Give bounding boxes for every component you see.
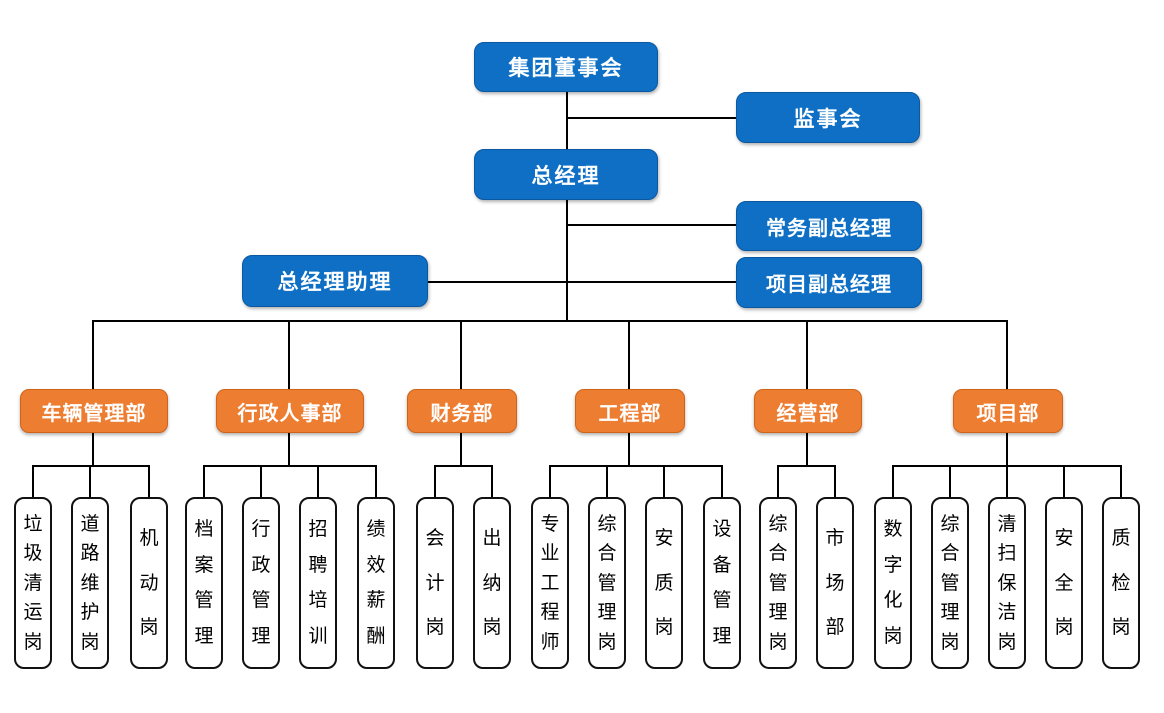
connector-line <box>1006 321 1008 390</box>
post-administration: 行政管理 <box>242 497 280 669</box>
dept-project: 项目部 <box>953 389 1063 433</box>
connector-line <box>777 465 836 467</box>
connector-line <box>834 466 836 498</box>
post-safety: 安全岗 <box>1045 497 1083 669</box>
connector-line <box>491 466 493 498</box>
node-general-manager: 总经理 <box>474 149 658 200</box>
post-professional-engineer: 专业工程师 <box>531 497 569 669</box>
connector-line <box>566 200 568 321</box>
connector-line <box>260 466 262 498</box>
post-garbage-removal: 垃圾清运岗 <box>14 497 52 669</box>
dept-vehicle-management: 车辆管理部 <box>20 389 168 433</box>
node-executive-deputy-gm: 常务副总经理 <box>736 201 922 251</box>
connector-line <box>1006 466 1008 498</box>
connector-line <box>148 466 150 498</box>
connector-line <box>460 432 462 466</box>
dept-finance: 财务部 <box>407 389 517 433</box>
post-cashier: 出纳岗 <box>473 497 511 669</box>
post-general-management-ops: 综合管理岗 <box>759 497 797 669</box>
connector-line <box>606 466 608 498</box>
connector-line <box>806 432 808 466</box>
post-accounting: 会计岗 <box>416 497 454 669</box>
connector-line <box>806 321 808 390</box>
connector-line <box>566 92 568 149</box>
connector-line <box>892 466 894 498</box>
connector-line <box>427 281 737 283</box>
node-project-deputy-gm: 项目副总经理 <box>736 257 922 308</box>
connector-line <box>1006 432 1008 466</box>
connector-line <box>89 466 91 498</box>
connector-line <box>567 117 737 119</box>
node-supervisory-board: 监事会 <box>736 92 920 143</box>
post-sweeping-cleaning: 清扫保洁岗 <box>988 497 1026 669</box>
connector-line <box>434 465 493 467</box>
connector-line <box>1063 466 1065 498</box>
connector-line <box>1120 466 1122 498</box>
connector-line <box>628 432 630 466</box>
connector-line <box>375 466 377 498</box>
post-performance-payroll: 绩效薪酬 <box>357 497 395 669</box>
dept-admin-hr: 行政人事部 <box>216 389 364 433</box>
connector-line <box>92 432 94 466</box>
post-safety-quality: 安质岗 <box>645 497 683 669</box>
post-general-management-eng: 综合管理岗 <box>588 497 626 669</box>
dept-operations: 经营部 <box>754 389 862 433</box>
connector-line <box>549 466 551 498</box>
node-gm-assistant: 总经理助理 <box>242 255 428 307</box>
connector-line <box>288 321 290 390</box>
connector-line <box>32 465 150 467</box>
connector-line <box>434 466 436 498</box>
post-archives: 档案管理 <box>185 497 223 669</box>
post-general-management-proj: 综合管理岗 <box>931 497 969 669</box>
post-recruit-training: 招聘培训 <box>299 497 337 669</box>
connector-line <box>777 466 779 498</box>
node-group-board: 集团董事会 <box>474 42 658 92</box>
post-digitalization: 数字化岗 <box>874 497 912 669</box>
connector-line <box>628 321 630 390</box>
connector-line <box>203 465 377 467</box>
post-market: 市场部 <box>816 497 854 669</box>
dept-engineering: 工程部 <box>575 389 685 433</box>
connector-line <box>203 466 205 498</box>
connector-line <box>288 432 290 466</box>
connector-line <box>317 466 319 498</box>
post-quality-inspection: 质检岗 <box>1102 497 1140 669</box>
post-equipment-management: 设备管理 <box>703 497 741 669</box>
post-mobile: 机动岗 <box>130 497 168 669</box>
connector-line <box>460 321 462 390</box>
connector-line <box>567 224 737 226</box>
connector-line <box>949 466 951 498</box>
connector-line <box>663 466 665 498</box>
connector-line <box>721 466 723 498</box>
connector-line <box>32 466 34 498</box>
connector-line <box>92 321 94 390</box>
post-road-maintenance: 道路维护岗 <box>71 497 109 669</box>
connector-line <box>92 320 1008 322</box>
connector-line <box>549 465 723 467</box>
